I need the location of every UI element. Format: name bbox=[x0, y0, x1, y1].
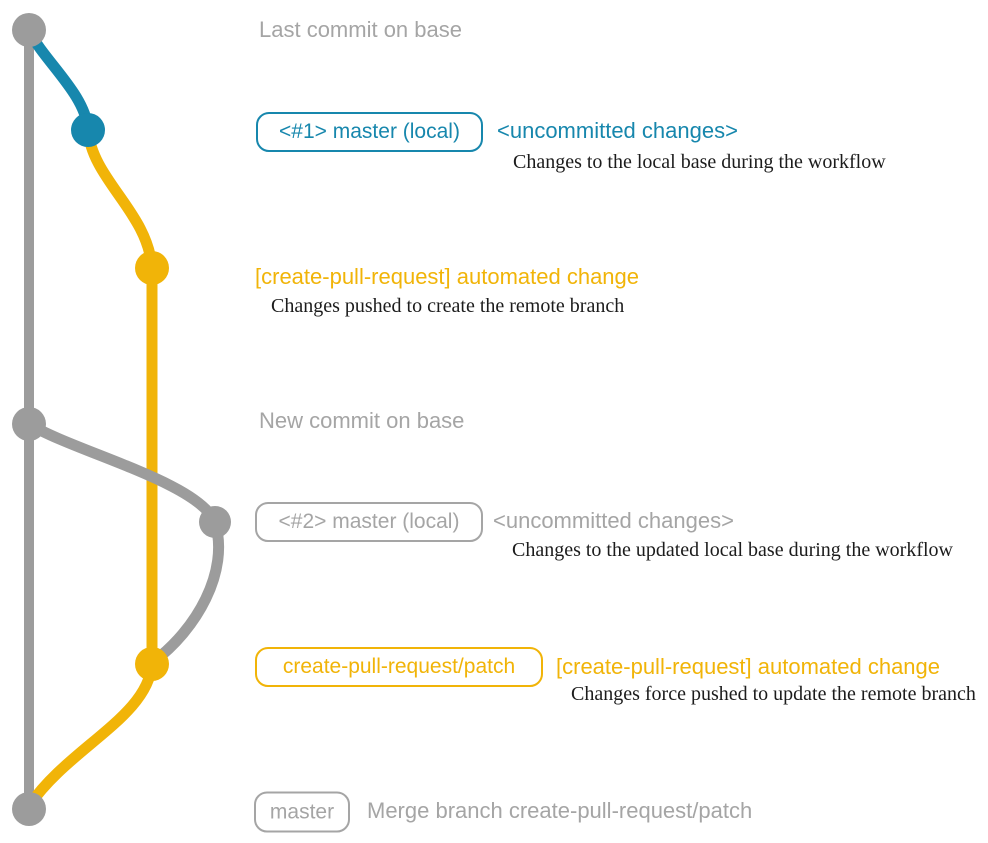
desc-uncommitted-1: Changes to the local base during the wor… bbox=[513, 151, 886, 173]
base-update-curve-gray bbox=[23, 418, 221, 528]
commit-dot-local-2 bbox=[199, 506, 231, 538]
desc-uncommitted-2: Changes to the updated local base during… bbox=[512, 539, 953, 561]
commit-dot-patch-1 bbox=[135, 251, 169, 285]
branch-out-curve-yellow bbox=[82, 124, 158, 274]
tag-patch-branch: create-pull-request/patch bbox=[255, 647, 543, 687]
commit-dot-patch-2 bbox=[135, 647, 169, 681]
note-last-commit: Last commit on base bbox=[259, 16, 462, 42]
note-new-commit: New commit on base bbox=[259, 407, 465, 433]
title-automated-change-1: [create-pull-request] automated change bbox=[255, 263, 640, 289]
commit-dot-merge bbox=[12, 792, 46, 826]
note-uncommitted-2: <uncommitted changes> bbox=[493, 507, 734, 533]
tag-master-local-1: <#1> master (local) bbox=[256, 112, 483, 152]
commit-dot-local-1 bbox=[71, 113, 105, 147]
title-automated-change-2: [create-pull-request] automated change bbox=[556, 653, 941, 679]
tag-master-local-2: <#2> master (local) bbox=[255, 502, 483, 542]
desc-automated-change-1: Changes pushed to create the remote bran… bbox=[271, 295, 625, 317]
note-uncommitted-1: <uncommitted changes> bbox=[497, 117, 738, 143]
branch-out-curve-blue bbox=[23, 25, 94, 135]
rebase-curve-gray bbox=[147, 516, 225, 668]
tag-master: master bbox=[254, 791, 350, 833]
desc-automated-change-2: Changes force pushed to update the remot… bbox=[571, 683, 976, 705]
commit-dot-base-top bbox=[12, 13, 46, 47]
note-merge-branch: Merge branch create-pull-request/patch bbox=[367, 797, 753, 823]
commit-dot-base-new bbox=[12, 407, 46, 441]
merge-curve-yellow bbox=[23, 658, 158, 812]
